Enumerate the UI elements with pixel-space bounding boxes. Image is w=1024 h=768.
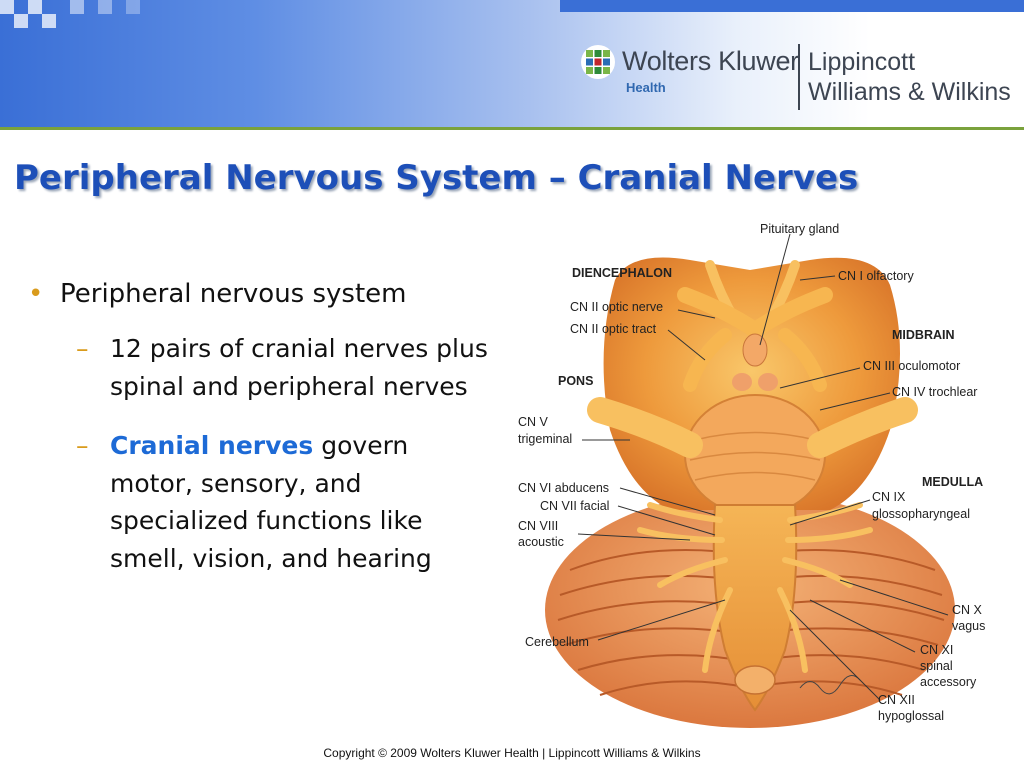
label-cn2-tract: CN II optic tract	[570, 322, 657, 336]
logo-publisher-line1: Lippincott	[808, 48, 916, 76]
leader-lines	[577, 233, 949, 701]
label-cn9-name: glossopharyngeal	[872, 507, 970, 521]
sub-bullet-item: – 12 pairs of cranial nerves plus spinal…	[28, 330, 498, 405]
sub-bullet-dash-icon: –	[76, 334, 89, 363]
label-cn6: CN VI abducens	[518, 481, 609, 495]
lower-cranial-nerves-shape	[637, 502, 873, 673]
trigeminal-nerve-shape	[807, 397, 918, 458]
label-cn11-name2: accessory	[920, 675, 977, 689]
illustrator-signature	[799, 675, 861, 695]
pons-shape	[684, 394, 826, 516]
label-cn5-name: trigeminal	[518, 432, 572, 446]
optic-tract-shape	[778, 328, 827, 392]
sub-bullet-item: – Cranial nerves govern motor, sensory, …	[28, 427, 498, 577]
header-square	[0, 0, 14, 14]
pituitary-stalk-shape	[742, 333, 768, 367]
wolters-kluwer-logo-icon	[581, 45, 615, 79]
copyright-footer: Copyright © 2009 Wolters Kluwer Health |…	[323, 746, 701, 760]
header-square	[14, 14, 28, 28]
label-cn12: CN XII	[878, 693, 915, 707]
sub-bullet-text: govern motor, sensory, and specialized f…	[110, 431, 432, 573]
logo-publisher-line2: Williams & Wilkins	[808, 78, 1011, 106]
label-cn4: CN IV trochlear	[892, 385, 977, 399]
label-pons: PONS	[558, 374, 593, 388]
label-cn9: CN IX	[872, 490, 906, 504]
sub-bullet-dash-icon: –	[76, 431, 89, 460]
label-cn8-name: acoustic	[518, 535, 564, 549]
optic-tract-shape	[683, 328, 732, 392]
bullet-text: Peripheral nervous system	[60, 279, 407, 309]
label-cerebellum: Cerebellum	[525, 635, 589, 649]
label-cn8: CN VIII	[518, 519, 558, 533]
logo-separator	[798, 44, 800, 110]
mammillary-body-shape	[732, 373, 752, 391]
highlight-term: Cranial nerves	[110, 431, 314, 460]
brainstem-illustration: DIENCEPHALON MIDBRAIN PONS MEDULLA Pitui…	[518, 222, 985, 728]
medulla-shape	[712, 504, 798, 712]
header-square	[42, 14, 56, 28]
label-cn11: CN XI	[920, 643, 953, 657]
label-cn11-name1: spinal	[920, 659, 953, 673]
label-cn10: CN X	[952, 603, 983, 617]
header-square	[126, 0, 140, 14]
label-cn2-nerve: CN II optic nerve	[570, 300, 663, 314]
header-band	[0, 0, 1024, 128]
publisher-logo: Wolters Kluwer Health Lippincott William…	[580, 42, 1020, 112]
header-divider	[0, 127, 1024, 130]
logo-division: Health	[626, 80, 666, 95]
bullet-item: • Peripheral nervous system	[28, 276, 498, 312]
header-square	[28, 0, 42, 14]
label-diencephalon: DIENCEPHALON	[572, 266, 672, 280]
label-cn1: CN I olfactory	[838, 269, 914, 283]
label-cn12-name: hypoglossal	[878, 709, 944, 723]
label-cn3: CN III oculomotor	[863, 359, 960, 373]
header-square	[98, 0, 112, 14]
label-midbrain: MIDBRAIN	[892, 328, 955, 342]
label-pituitary-gland: Pituitary gland	[760, 222, 839, 236]
trigeminal-nerve-shape	[587, 397, 703, 458]
optic-chiasm-shape	[677, 287, 833, 340]
label-cn10-name: vagus	[952, 619, 985, 633]
label-cn5: CN V	[518, 415, 549, 429]
mammillary-body-shape	[758, 373, 778, 391]
slide-title: Peripheral Nervous System – Cranial Nerv…	[14, 158, 859, 198]
header-square	[70, 0, 84, 14]
sub-bullet-text: 12 pairs of cranial nerves plus spinal a…	[110, 334, 488, 401]
bullet-list: • Peripheral nervous system – 12 pairs o…	[28, 276, 498, 599]
bullet-dot-icon: •	[28, 279, 44, 309]
header-top-bar	[560, 0, 1024, 12]
logo-company-name: Wolters Kluwer	[622, 46, 799, 76]
label-medulla: MEDULLA	[922, 475, 983, 489]
label-cn7: CN VII facial	[540, 499, 609, 513]
